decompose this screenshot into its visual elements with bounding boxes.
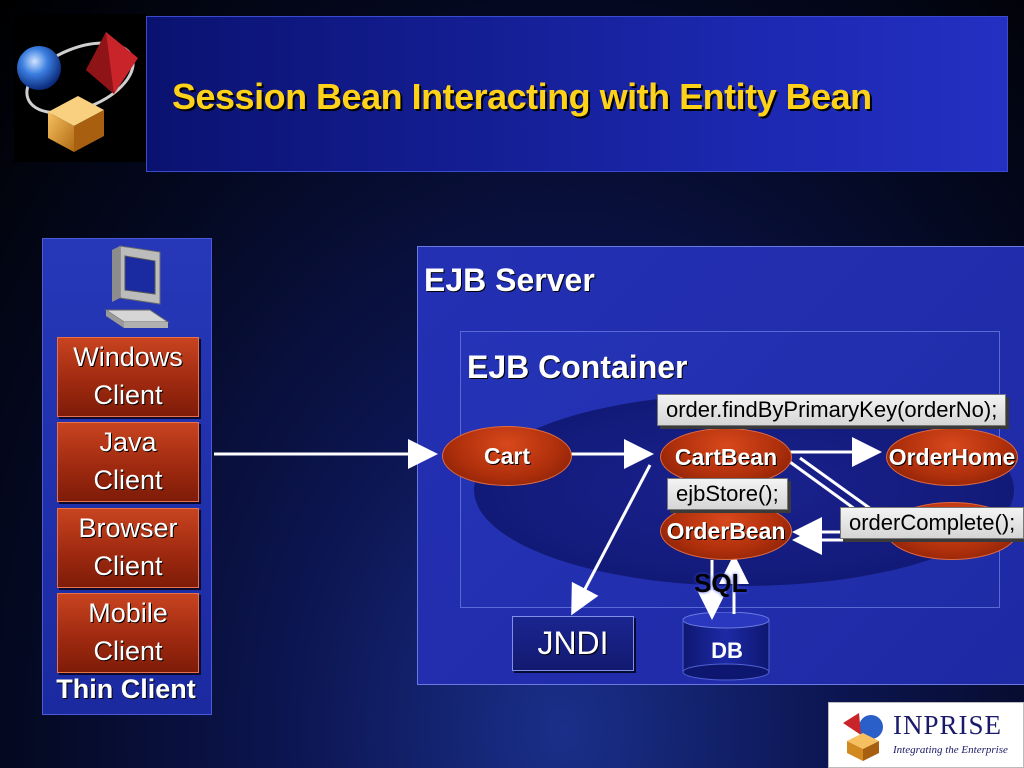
cartbean-node[interactable]: CartBean bbox=[660, 428, 792, 486]
computer-icon bbox=[104, 245, 170, 328]
cartbean-label: CartBean bbox=[674, 443, 778, 470]
inprise-logo-icon bbox=[843, 713, 883, 761]
mobile-client-button[interactable]: Mobile Client bbox=[57, 593, 199, 673]
mobile-client-line1: Mobile bbox=[88, 598, 168, 628]
ejb-container-label: EJB Container bbox=[467, 349, 688, 385]
db-label: DB bbox=[711, 638, 743, 663]
ejb-store-callout: ejbStore(); bbox=[667, 478, 788, 510]
ejb-server-label: EJB Server bbox=[424, 262, 595, 298]
inprise-tagline: Integrating the Enterprise bbox=[893, 744, 1008, 756]
java-client-line1: Java bbox=[99, 427, 157, 457]
order-complete-callout: orderComplete(); bbox=[840, 507, 1024, 539]
cart-bean-node[interactable]: Cart bbox=[442, 426, 572, 486]
browser-client-line1: Browser bbox=[78, 513, 178, 543]
logo-panel bbox=[14, 14, 146, 162]
windows-client-line2: Client bbox=[93, 380, 163, 410]
sql-label: SQL bbox=[694, 568, 748, 598]
java-client-line2: Client bbox=[93, 465, 163, 495]
find-by-primary-key-callout: order.findByPrimaryKey(orderNo); bbox=[657, 394, 1007, 426]
slide-title: Session Bean Interacting with Entity Bea… bbox=[172, 76, 872, 117]
browser-client-line2: Client bbox=[93, 551, 163, 581]
cartbean-to-jndi-arrow bbox=[571, 464, 652, 616]
windows-client-button[interactable]: Windows Client bbox=[57, 337, 199, 417]
cart-label: Cart bbox=[483, 442, 530, 469]
orderhome-node[interactable]: OrderHome bbox=[886, 428, 1018, 486]
database-icon bbox=[682, 612, 770, 681]
orderhome-label: OrderHome bbox=[888, 443, 1016, 470]
mobile-client-line2: Client bbox=[93, 636, 163, 666]
orderbean-label: OrderBean bbox=[666, 517, 786, 544]
orderbean-node[interactable]: OrderBean bbox=[660, 502, 792, 560]
thin-client-label: Thin Client bbox=[56, 674, 196, 704]
java-client-button[interactable]: Java Client bbox=[57, 422, 199, 502]
inprise-name: INPRISE bbox=[893, 710, 1003, 740]
windows-client-line1: Windows bbox=[73, 342, 183, 372]
jndi-box: JNDI bbox=[512, 616, 634, 671]
title-banner bbox=[146, 16, 1008, 172]
browser-client-button[interactable]: Browser Client bbox=[57, 508, 199, 588]
logo-shapes-icon bbox=[17, 32, 138, 152]
